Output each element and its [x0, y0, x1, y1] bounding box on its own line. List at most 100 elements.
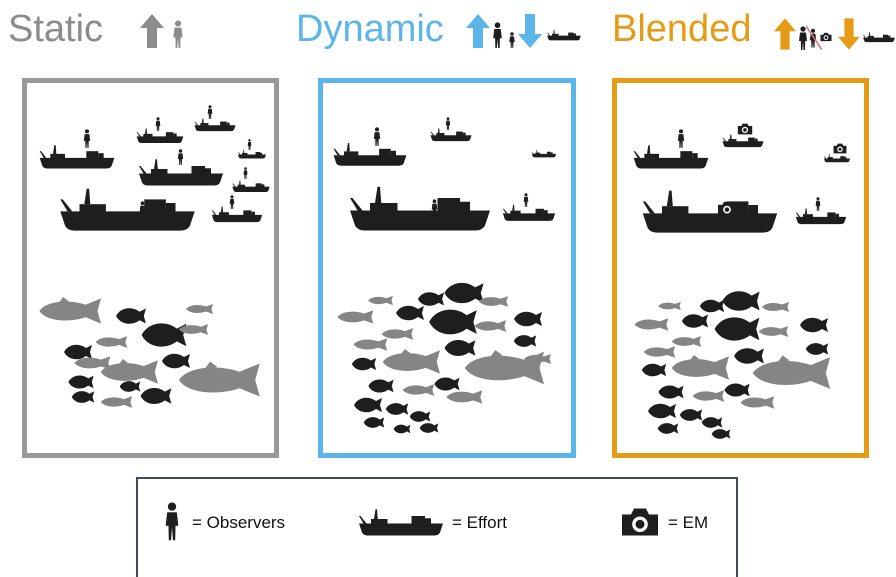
fish-icon: [634, 318, 669, 331]
fish-icon: [478, 296, 509, 307]
fish-icon: [39, 297, 101, 324]
arrow-down-icon: [838, 18, 860, 50]
fish-icon: [513, 335, 537, 347]
boat-icon: [722, 134, 764, 148]
camera-icon: [833, 143, 847, 154]
boat-icon: [642, 190, 778, 233]
title-dynamic: Dynamic: [296, 6, 444, 52]
fish-icon: [752, 355, 831, 389]
fish-icon: [657, 423, 679, 434]
fish-icon: [385, 403, 409, 415]
fish-icon: [71, 391, 95, 403]
fish-icon: [464, 350, 544, 385]
boat-icon: [211, 206, 263, 223]
observer-icon: [509, 32, 515, 48]
observer-icon: [229, 195, 235, 209]
fish-icon: [353, 338, 388, 351]
fish-icon: [514, 311, 542, 327]
fish-icon: [417, 292, 445, 306]
observer-icon: [445, 117, 451, 130]
boat-icon: [547, 29, 581, 41]
boat-icon: [502, 204, 556, 221]
arrow-up-icon: [140, 14, 164, 48]
boat-icon: [136, 128, 184, 143]
fish-icon: [119, 381, 141, 392]
panel-blended-scene: [633, 123, 851, 439]
fish-icon: [444, 340, 476, 356]
fish-icon: [141, 323, 187, 347]
fish-icon: [740, 396, 775, 409]
title-static: Static: [8, 6, 103, 52]
boat-icon: [823, 154, 851, 163]
fish-icon: [444, 282, 484, 304]
boat-icon: [232, 180, 270, 192]
boat-icon: [350, 186, 490, 231]
observer-icon: [243, 167, 248, 179]
fish-icon: [474, 320, 507, 332]
legend: = Observers = Effort = EM: [136, 477, 738, 577]
title-dynamic-text: Dynamic: [296, 8, 444, 50]
fish-icon: [658, 301, 681, 311]
fish-icon: [671, 336, 702, 347]
observer-icon: [155, 117, 161, 131]
fish-icon: [95, 336, 128, 348]
fish-icon: [658, 385, 684, 399]
fish-icon: [679, 409, 703, 421]
fish-icon: [64, 344, 92, 360]
observer-icon: [677, 129, 685, 148]
camera-icon: [737, 123, 753, 135]
fish-icon: [800, 317, 828, 333]
observer-icon: [373, 127, 381, 146]
fish-icon: [381, 328, 414, 340]
fish-icon: [446, 390, 483, 404]
boat-icon: [39, 145, 115, 169]
boat-icon: [194, 118, 236, 132]
fish-icon: [724, 383, 750, 397]
observer-crossed-icon: [806, 25, 822, 50]
fish-icon: [100, 396, 133, 408]
boat-icon: [333, 142, 407, 166]
boat-icon: [863, 32, 895, 43]
static-fleet: [39, 105, 270, 231]
observer-icon: [83, 129, 91, 148]
fish-icon: [714, 317, 760, 341]
boat-icon: [531, 149, 557, 158]
fish-icon: [681, 314, 709, 328]
title-blended: Blended: [612, 6, 751, 52]
panel-blended: [612, 78, 869, 458]
observer-icon: [165, 502, 179, 541]
boat-icon: [359, 509, 443, 536]
fish-icon: [762, 302, 789, 312]
fish-icon: [648, 403, 676, 419]
dynamic-fish-school: [337, 282, 551, 434]
fish-icon: [699, 299, 725, 313]
fish-icon: [429, 309, 477, 335]
boat-icon: [238, 149, 266, 159]
fish-icon: [100, 359, 158, 384]
fish-icon: [178, 361, 260, 397]
observer-icon: [207, 105, 213, 119]
fish-icon: [116, 308, 146, 324]
legend-em-label: = EM: [668, 513, 709, 532]
boat-icon: [795, 208, 847, 225]
fish-icon: [337, 310, 374, 324]
panel-static: [22, 78, 279, 458]
fish-icon: [692, 390, 725, 402]
fish-icon: [419, 423, 439, 433]
fish-icon: [805, 343, 829, 355]
observer-icon: [247, 139, 252, 150]
boat-icon: [60, 188, 195, 231]
fish-icon: [68, 375, 94, 389]
panel-static-scene: [39, 105, 270, 408]
camera-icon: [820, 32, 832, 42]
boat-icon: [633, 145, 709, 169]
fish-icon: [368, 295, 393, 306]
fish-icon: [393, 424, 411, 434]
blended-fleet: [633, 123, 851, 233]
observer-icon: [493, 22, 502, 48]
fish-icon: [643, 346, 676, 358]
fish-icon: [758, 326, 789, 337]
blended-fish-school: [634, 291, 831, 439]
title-blended-text: Blended: [612, 8, 752, 50]
camera-icon: [622, 508, 658, 536]
